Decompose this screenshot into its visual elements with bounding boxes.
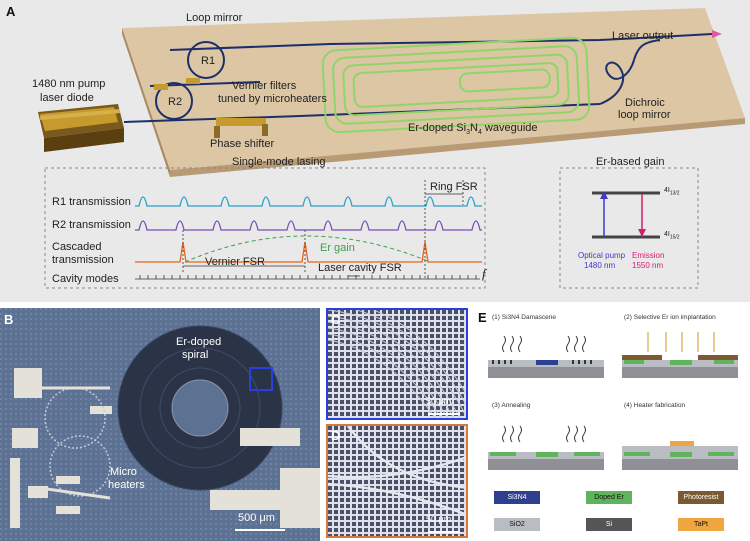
step4-stack: [622, 441, 738, 470]
pump-laser-diode: [38, 104, 124, 152]
panel-d-drawing: [328, 426, 466, 536]
cavity-mode-ticks: [139, 275, 477, 279]
panel-e-letter: E: [478, 310, 487, 325]
laser-cavity-fsr-label: Laser cavity FSR: [318, 262, 402, 274]
r2-label: R2: [168, 96, 183, 108]
step3-label: (3) Annealing: [492, 402, 531, 409]
spiral-waveguide-lines: [328, 310, 466, 418]
r1-trace: [135, 196, 482, 207]
upper-level-label: 4I13/2: [664, 187, 680, 197]
chip-side: [122, 28, 170, 177]
phase-shifter-label: Phase shifter: [210, 138, 275, 150]
single-mode-label: Single-mode lasing: [232, 156, 326, 168]
ring-r2: [155, 82, 193, 120]
spectra-box: [44, 167, 486, 289]
panel-c-letter: C: [331, 312, 341, 327]
r2-transmission-label: R2 transmission: [52, 219, 131, 231]
heater-ring-2: [49, 435, 111, 497]
optical-pump-label-2: 1480 nm: [584, 261, 616, 270]
dichroic-label-2: loop mirror: [618, 109, 671, 121]
er-gain-curve: [184, 235, 431, 263]
panel-a: A: [0, 0, 750, 302]
device-schematic: [38, 8, 745, 289]
step3-stack: [488, 425, 604, 470]
panel-e-fabrication: E (1) Si3N4 Damascene (2) Selective Er i…: [476, 308, 748, 540]
microheater-2: [154, 84, 168, 90]
legend-tapt: TaPt: [678, 518, 724, 531]
panel-d-zoom: D 50 μm: [326, 424, 468, 538]
cascaded-label-2: transmission: [52, 254, 114, 266]
scale-label-d: 50 μm: [426, 514, 452, 524]
cascaded-label-1: Cascaded: [52, 241, 102, 253]
er-doped-spiral: [321, 36, 591, 134]
ring-r1: [187, 41, 225, 79]
er-doped-label-2: spiral: [182, 349, 209, 361]
er-doped-label-1: Er-doped: [176, 336, 222, 348]
micro-heaters-label-2: heaters: [108, 479, 145, 491]
pump-label-2: laser diode: [40, 92, 94, 104]
er-gain-label: Er gain: [320, 242, 355, 254]
scale-label-c: 50 μm: [426, 396, 452, 406]
waveguide-label: Er-doped Si3N4 waveguide: [408, 122, 538, 137]
panel-d-letter: D: [331, 428, 341, 443]
cascaded-trace: [135, 241, 482, 263]
crossing-waveguides: [328, 426, 466, 516]
ring-fsr-label: Ring FSR: [430, 181, 478, 193]
step4-label: (4) Heater fabrication: [624, 402, 686, 409]
panel-b-letter: B: [4, 312, 14, 327]
gain-box: [559, 167, 699, 289]
legend-si: Si: [586, 518, 632, 531]
panel-c-drawing: [328, 310, 466, 418]
step2-stack: [622, 332, 738, 378]
vernier-fsr-label: Vernier FSR: [205, 256, 265, 268]
laser-output-arrow: [712, 30, 722, 38]
legend-doped-er: Doped Er: [586, 491, 632, 504]
step2-label: (2) Selective Er ion implantation: [624, 314, 716, 321]
micro-heaters-label-1: Micro: [110, 466, 137, 478]
r1-transmission-label: R1 transmission: [52, 196, 131, 208]
panel-b-micrograph: B Er-doped spiral Micro heaters 500 μm: [0, 308, 320, 541]
r2-trace: [135, 220, 482, 231]
laser-output-label: Laser output: [612, 30, 674, 42]
micrograph-drawing: [0, 308, 320, 541]
panel-a-letter: A: [6, 4, 16, 19]
dichroic-loop: [599, 33, 713, 105]
loop-mirror-label: Loop mirror: [186, 12, 243, 24]
legend-photoresist: Photoresist: [678, 491, 724, 504]
r1-label: R1: [201, 55, 216, 67]
chip-edge: [170, 118, 745, 177]
er-based-gain-label: Er-based gain: [596, 156, 665, 168]
legend-sio2: SiO2: [494, 518, 540, 531]
vernier-label-2: tuned by microheaters: [218, 93, 327, 105]
fabrication-steps-drawing: [488, 332, 738, 470]
cavity-modes-label: Cavity modes: [52, 273, 119, 285]
step1-label: (1) Si3N4 Damascene: [492, 314, 556, 321]
optical-pump-label-1: Optical pump: [578, 251, 626, 260]
panel-c-zoom: C 50 μm: [326, 308, 468, 420]
pump-label-1: 1480 nm pump: [32, 78, 106, 90]
zoom-box-c: [249, 367, 273, 391]
legend-si3n4: Si3N4: [494, 491, 540, 504]
phase-shifter-block: [216, 118, 266, 126]
vernier-label-1: Vernier filters: [232, 80, 297, 92]
step1-stack: [488, 335, 604, 378]
microheater-1: [186, 78, 200, 84]
scale-label-b: 500 μm: [238, 512, 275, 524]
chip-slab: [122, 8, 745, 170]
emission-label-1: Emission: [632, 251, 665, 260]
frequency-axis-label: f: [482, 266, 486, 281]
spiral-center: [171, 379, 229, 437]
lower-level-label: 4I15/2: [664, 231, 680, 241]
emission-label-2: 1550 nm: [632, 261, 664, 270]
dichroic-label-1: Dichroic: [625, 97, 665, 109]
